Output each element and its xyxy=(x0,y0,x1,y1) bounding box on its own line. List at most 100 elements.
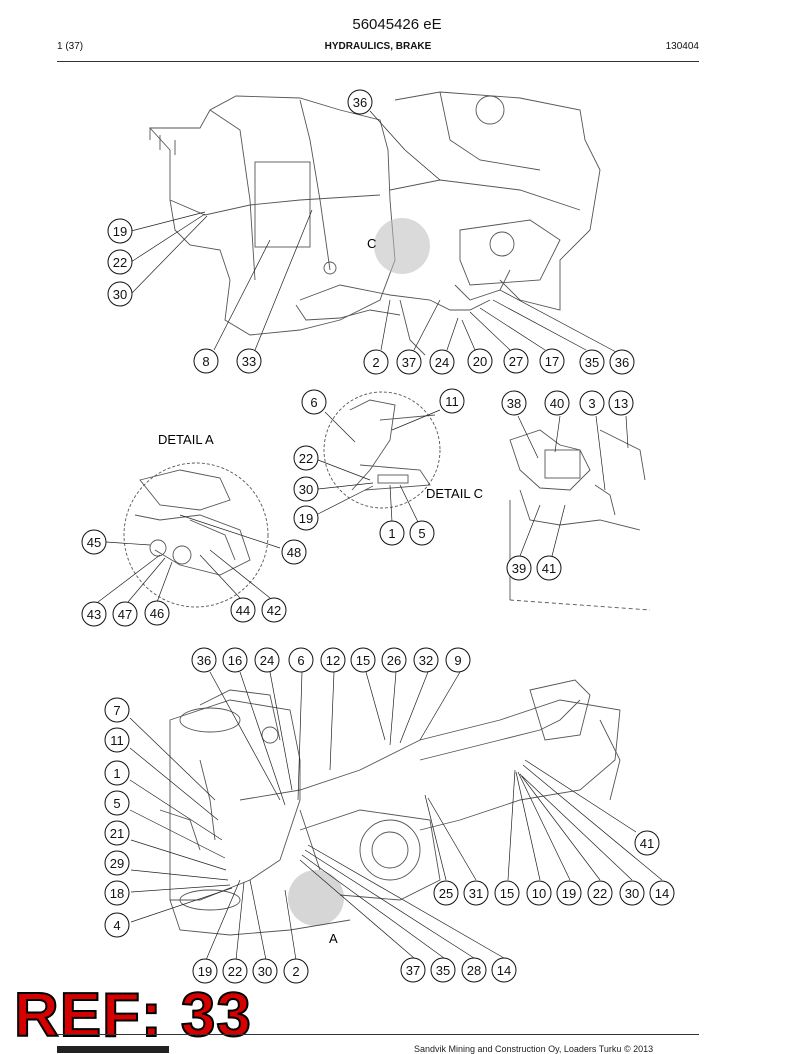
callout-bubble: 24 xyxy=(429,349,455,375)
ref-stamp: REF: 33 xyxy=(13,981,252,1050)
svg-text:14: 14 xyxy=(497,963,511,978)
footer-divider xyxy=(57,1034,699,1035)
svg-text:30: 30 xyxy=(299,482,313,497)
callout-bubble: 10 xyxy=(526,880,552,906)
svg-text:3: 3 xyxy=(588,396,595,411)
svg-text:25: 25 xyxy=(439,886,453,901)
callout-bubble: 22 xyxy=(107,249,133,275)
callout-bubble: 27 xyxy=(503,348,529,374)
detail-a-label: DETAIL A xyxy=(158,432,214,447)
detail-a-sketch xyxy=(123,462,269,608)
callout-bubble: 41 xyxy=(536,555,562,581)
footer-copyright: Sandvik Mining and Construction Oy, Load… xyxy=(414,1044,654,1054)
callout-bubble: 29 xyxy=(104,850,130,876)
callout-bubble: 35 xyxy=(430,957,456,983)
svg-text:2: 2 xyxy=(372,355,379,370)
svg-text:32: 32 xyxy=(419,653,433,668)
callout-bubble: 2 xyxy=(363,349,389,375)
callout-bubble: 15 xyxy=(350,647,376,673)
detail-c-sketch xyxy=(323,391,441,509)
svg-text:19: 19 xyxy=(113,224,127,239)
callout-bubble: 42 xyxy=(261,597,287,623)
document-date: 130404 xyxy=(665,41,699,52)
svg-text:41: 41 xyxy=(640,836,654,851)
callout-bubble: 28 xyxy=(461,957,487,983)
svg-text:30: 30 xyxy=(113,287,127,302)
callout-bubble: 48 xyxy=(281,539,307,565)
callout-bubble: 1 xyxy=(379,520,405,546)
callout-bubble: 17 xyxy=(539,348,565,374)
callout-bubble: 36 xyxy=(609,349,635,375)
svg-text:22: 22 xyxy=(228,964,242,979)
leader-lines xyxy=(97,110,663,961)
svg-text:22: 22 xyxy=(593,886,607,901)
svg-text:19: 19 xyxy=(299,511,313,526)
callout-bubble: 11 xyxy=(439,388,465,414)
callout-bubble: 9 xyxy=(445,647,471,673)
callout-bubble: 13 xyxy=(608,390,634,416)
svg-text:15: 15 xyxy=(356,653,370,668)
callout-bubble: 25 xyxy=(433,880,459,906)
svg-text:10: 10 xyxy=(532,886,546,901)
callout-bubble: 30 xyxy=(107,281,133,307)
svg-text:38: 38 xyxy=(507,396,521,411)
callout-bubble: 21 xyxy=(104,820,130,846)
callout-bubble: 41 xyxy=(634,830,660,856)
svg-text:24: 24 xyxy=(435,355,449,370)
callout-bubble: 36 xyxy=(191,647,217,673)
svg-text:2: 2 xyxy=(292,964,299,979)
svg-text:30: 30 xyxy=(625,886,639,901)
svg-text:22: 22 xyxy=(299,451,313,466)
svg-text:46: 46 xyxy=(150,606,164,621)
svg-text:29: 29 xyxy=(110,856,124,871)
callout-bubble: 36 xyxy=(347,89,373,115)
svg-text:5: 5 xyxy=(418,526,425,541)
callout-bubbles: 36 19 22 30 8 33 2 37 24 20 27 17 35 36 … xyxy=(81,89,675,984)
callout-bubble: 37 xyxy=(400,957,426,983)
svg-text:33: 33 xyxy=(242,354,256,369)
svg-text:31: 31 xyxy=(469,886,483,901)
svg-text:12: 12 xyxy=(326,653,340,668)
svg-text:37: 37 xyxy=(402,355,416,370)
svg-text:36: 36 xyxy=(197,653,211,668)
pump-detail-sketch xyxy=(509,429,651,611)
svg-text:47: 47 xyxy=(118,607,132,622)
detail-a-highlight xyxy=(288,870,344,926)
svg-text:22: 22 xyxy=(113,255,127,270)
top-machine-sketch xyxy=(148,91,601,356)
detail-c-label: DETAIL C xyxy=(426,486,483,501)
callout-bubble: 14 xyxy=(649,880,675,906)
svg-text:6: 6 xyxy=(310,395,317,410)
callout-bubble: 37 xyxy=(396,349,422,375)
callout-bubble: 40 xyxy=(544,390,570,416)
svg-text:24: 24 xyxy=(260,653,274,668)
callout-bubble: 3 xyxy=(579,390,605,416)
callout-bubble: 14 xyxy=(491,957,517,983)
callout-bubble: 47 xyxy=(112,601,138,627)
sandvik-logo xyxy=(57,1046,169,1053)
svg-text:17: 17 xyxy=(545,354,559,369)
svg-text:19: 19 xyxy=(562,886,576,901)
callout-bubble: 5 xyxy=(409,520,435,546)
callout-bubble: 38 xyxy=(501,390,527,416)
callout-bubble: 44 xyxy=(230,597,256,623)
callout-bubble: 4 xyxy=(104,912,130,938)
callout-bubble: 30 xyxy=(619,880,645,906)
svg-text:37: 37 xyxy=(406,963,420,978)
svg-text:36: 36 xyxy=(615,355,629,370)
header-row: 1 (37) HYDRAULICS, BRAKE 130404 xyxy=(57,41,699,57)
svg-text:14: 14 xyxy=(655,886,669,901)
callout-bubble: 6 xyxy=(288,647,314,673)
callout-bubble: 19 xyxy=(293,505,319,531)
svg-text:28: 28 xyxy=(467,963,481,978)
callout-bubble: 20 xyxy=(467,348,493,374)
callout-bubble: 8 xyxy=(193,348,219,374)
svg-text:26: 26 xyxy=(387,653,401,668)
svg-text:5: 5 xyxy=(113,796,120,811)
callout-bubble: 5 xyxy=(104,790,130,816)
svg-text:1: 1 xyxy=(113,766,120,781)
svg-text:11: 11 xyxy=(445,394,459,409)
document-id: 56045426 eE xyxy=(352,16,442,33)
svg-text:11: 11 xyxy=(110,733,124,748)
callout-bubble: 24 xyxy=(254,647,280,673)
